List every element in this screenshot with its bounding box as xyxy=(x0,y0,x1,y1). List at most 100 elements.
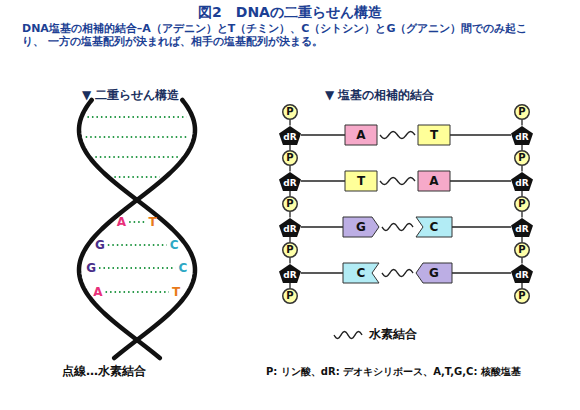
phosphate-circle: P xyxy=(282,196,298,212)
pentagon-shape xyxy=(511,218,533,237)
node-text: P xyxy=(286,199,293,209)
node-text: C xyxy=(430,221,439,233)
hydrogen-bond-dots xyxy=(114,176,159,178)
base-box: C xyxy=(416,217,452,237)
legend-text: 水素結合 xyxy=(369,326,417,343)
node-text: C xyxy=(357,267,366,279)
deoxyribose-pentagon: dR xyxy=(279,218,301,237)
backbone-line xyxy=(521,145,522,151)
node-text: P xyxy=(518,153,525,163)
hydrogen-bond-dots xyxy=(99,267,176,269)
diagram-title: 図2 DNAの二重らせん構造 xyxy=(198,4,382,21)
base-letter: G xyxy=(86,261,96,275)
pentagon-shape xyxy=(279,126,301,145)
pentagon-shape xyxy=(511,172,533,191)
deoxyribose-pentagon: dR xyxy=(279,126,301,145)
node-text: dR xyxy=(515,225,528,234)
node-text: dR xyxy=(283,271,296,280)
hydrogen-bond-sample xyxy=(334,331,362,338)
label-text: ▼ 二重らせん構造 xyxy=(82,88,179,102)
base-shape xyxy=(345,171,377,191)
label-text: ▼ 塩基の相補的結合 xyxy=(325,88,434,102)
node-text: A xyxy=(429,175,438,187)
node-text: G xyxy=(356,221,366,233)
node-text: T xyxy=(430,129,438,141)
deoxyribose-pentagon: dR xyxy=(511,172,533,191)
backbone-line xyxy=(289,145,290,151)
hydrogen-bond-dots xyxy=(108,244,167,246)
legend-sample xyxy=(333,329,363,341)
node-text: P xyxy=(286,153,293,163)
node-text: P xyxy=(518,245,525,255)
node-text: T xyxy=(357,175,365,187)
backbone-line xyxy=(452,272,511,273)
hydrogen-bond xyxy=(380,132,415,139)
phosphate-circle: P xyxy=(282,104,298,120)
base-shape xyxy=(345,125,377,145)
base-box: T xyxy=(345,171,377,191)
phosphate-shape xyxy=(515,289,530,304)
backbone-line xyxy=(289,237,290,243)
base-letter: A xyxy=(93,285,102,299)
node-text: P xyxy=(518,199,525,209)
label-text: P: リン酸、dR: デオキシリボース、A,T,G,C: 核酸塩基 xyxy=(266,366,521,378)
phosphate-circle: P xyxy=(282,242,298,258)
backbone-line xyxy=(301,226,343,227)
phosphate-circle: P xyxy=(514,150,530,166)
base-letter: C xyxy=(170,238,179,252)
deoxyribose-pentagon: dR xyxy=(279,264,301,283)
deoxyribose-pentagon: dR xyxy=(279,172,301,191)
node-text: dR xyxy=(515,179,528,188)
hydrogen-bond xyxy=(382,224,413,231)
node-text: dR xyxy=(283,179,296,188)
base-letter: C xyxy=(179,261,188,275)
backbone-line xyxy=(521,166,522,172)
base-shape xyxy=(416,263,452,283)
base-letter: T xyxy=(148,215,156,229)
pentagon-shape xyxy=(279,264,301,283)
backbone-line xyxy=(289,283,290,289)
backbone-line xyxy=(301,180,345,181)
phosphate-shape xyxy=(515,243,530,258)
base-box: A xyxy=(345,125,377,145)
node-text: P xyxy=(286,245,293,255)
phosphate-shape xyxy=(515,105,530,120)
base-shape xyxy=(418,125,450,145)
helix-strand xyxy=(79,100,195,358)
label-text: 点線…水素結合 xyxy=(62,364,146,378)
backbone-line xyxy=(301,272,343,273)
base-letter: G xyxy=(95,238,105,252)
node-text: dR xyxy=(283,225,296,234)
hydrogen-bond xyxy=(380,178,415,185)
phosphate-circle: P xyxy=(282,288,298,304)
node-text: dR xyxy=(283,133,296,142)
phosphate-shape xyxy=(283,197,298,212)
deoxyribose-pentagon: dR xyxy=(511,264,533,283)
node-text: dR xyxy=(515,271,528,280)
backbone-line xyxy=(452,226,511,227)
base-shape xyxy=(343,263,379,283)
deoxyribose-pentagon: dR xyxy=(511,218,533,237)
pentagon-shape xyxy=(511,126,533,145)
phosphate-shape xyxy=(283,105,298,120)
base-box: C xyxy=(343,263,379,283)
phosphate-shape xyxy=(283,243,298,258)
node-text: P xyxy=(286,291,293,301)
legend-item: 水素結合 xyxy=(333,326,417,343)
backbone-line xyxy=(521,212,522,218)
base-box: T xyxy=(418,125,450,145)
base-shape xyxy=(416,217,452,237)
base-letter: A xyxy=(117,215,126,229)
phosphate-circle: P xyxy=(514,288,530,304)
deoxyribose-pentagon: dR xyxy=(511,126,533,145)
phosphate-circle: P xyxy=(514,196,530,212)
phosphate-shape xyxy=(515,151,530,166)
backbone-line xyxy=(521,283,522,289)
hydrogen-bond-dots xyxy=(86,136,189,138)
backbone-line xyxy=(521,237,522,243)
phosphate-circle: P xyxy=(514,242,530,258)
backbone-line xyxy=(521,120,522,126)
base-shape xyxy=(418,171,450,191)
phosphate-circle: P xyxy=(514,104,530,120)
